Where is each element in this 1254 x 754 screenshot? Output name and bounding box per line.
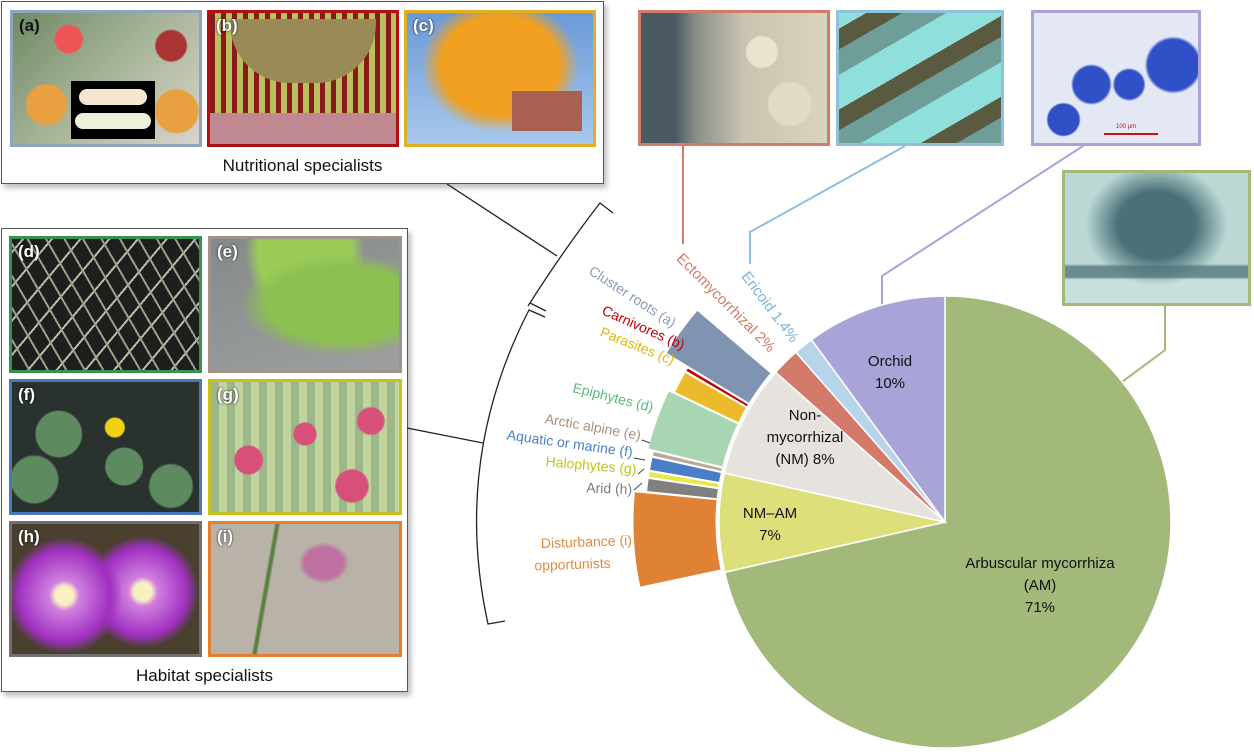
nutritional-specialists-title: Nutritional specialists [222, 156, 383, 175]
specialist-bar-arid [646, 477, 719, 500]
photo-letter: (d) [18, 242, 40, 261]
specialist-label-halophytes: Halophytes (g) [545, 453, 637, 477]
specialist-bar-carnivores [685, 367, 750, 408]
ericoid-leader-line [749, 145, 906, 264]
specialist-letter: (b) [665, 331, 687, 353]
specialist-bar-cluster-roots [665, 309, 772, 405]
photo-letter: (h) [18, 527, 40, 546]
photo-letter: (b) [216, 16, 238, 35]
specialist-label-disturbance-opportunists: Disturbance (i) [541, 532, 633, 551]
photo-letter: (g) [217, 385, 239, 404]
pie-label-nm-am: 7% [759, 527, 781, 544]
nutritional-specialists-panel: (a) (b) (c) Nutritional specialists [1, 1, 604, 184]
pie-label-non-mycorrhizal-nm: (NM) 8% [775, 451, 834, 468]
specialist-letter: (c) [656, 347, 677, 368]
photo-e-arctic-alpine: (e) [208, 236, 402, 373]
bracket-double-tick [529, 302, 547, 312]
habitat-bracket [475, 309, 546, 625]
pie-slice-arbuscular-mycorrhiza-am [723, 295, 1172, 749]
micrograph-arbuscular [1062, 170, 1251, 306]
photo-h-arid: (h) [9, 521, 202, 657]
label-leader-tick [637, 468, 645, 475]
specialist-label-arid: Arid (h) [586, 479, 632, 497]
specialist-letter: (d) [635, 395, 655, 415]
pie-slice-orchid [810, 295, 946, 525]
pie-label-non-mycorrhizal-nm: Non- [789, 407, 822, 424]
photo-b-carnivores: (b) [207, 10, 399, 147]
label-leader-tick [641, 439, 651, 444]
nutritional-bracket [527, 202, 614, 307]
habitat-specialists-panel: (d) (e) (f) (g) (h) (i) Habitat speciali… [1, 228, 408, 692]
micrograph-orchid: 100 µm [1031, 10, 1201, 146]
specialist-bar-aquatic-or-marine [648, 456, 722, 484]
pie-label-arbuscular-mycorrhiza-am: Arbuscular mycorrhiza [965, 555, 1115, 572]
specialist-bar-halophytes [647, 470, 720, 489]
habitat-specialists-title: Habitat specialists [135, 666, 273, 685]
photo-i-disturbance: (i) [208, 521, 402, 657]
specialist-letter: (e) [623, 424, 643, 443]
label-leader-tick [633, 482, 643, 491]
micrograph-ectomycorrhizal [638, 10, 830, 146]
specialist-bar-disturbance-opportunists [632, 491, 722, 588]
specialist-letter: (g) [619, 460, 637, 477]
photo-letter: (a) [19, 16, 40, 35]
pie-label-arbuscular-mycorrhiza-am: 71% [1025, 599, 1055, 616]
scale-bar [1104, 133, 1158, 135]
orchid-leader-line [881, 145, 1084, 306]
pie-label-nm-am: NM–AM [743, 505, 797, 522]
photo-g-halophytes: (g) [208, 379, 402, 515]
specialist-letter: (i) [619, 532, 632, 548]
micrograph-ericoid [836, 10, 1004, 146]
specialist-letter: (f) [618, 442, 633, 460]
photo-letter: (c) [413, 16, 434, 35]
pie-label-orchid: Orchid [868, 353, 912, 370]
photo-letter: (i) [217, 527, 234, 546]
pie-label-non-mycorrhizal-nm: mycorrhizal [767, 429, 844, 446]
photo-f-aquatic: (f) [9, 379, 202, 515]
scale-bar-label: 100 µm [1116, 124, 1137, 130]
photo-c-parasites: (c) [404, 10, 596, 147]
specialist-bar-arctic-alpine [651, 450, 724, 473]
habitat-connector [406, 427, 484, 444]
specialist-label-epiphytes: Epiphytes (d) [571, 379, 655, 414]
photo-a-cluster-roots: (a) [10, 10, 202, 147]
specialist-letter: (a) [656, 308, 679, 331]
nutritional-connector [446, 183, 558, 257]
pie-label-orchid: 10% [875, 375, 905, 392]
cluster-root-inset [71, 81, 155, 139]
am-leader-line [1117, 306, 1166, 386]
photo-letter: (f) [18, 385, 35, 404]
specialist-bar-parasites [673, 371, 748, 424]
specialist-letter: (h) [615, 480, 633, 497]
label-leader-tick [633, 457, 646, 461]
specialist-label-line2: opportunists [534, 555, 611, 574]
photo-d-epiphytes: (d) [9, 236, 202, 373]
photo-letter: (e) [217, 242, 238, 261]
pie-slice-non-mycorrhizal-nm [723, 371, 948, 524]
pie-label-arbuscular-mycorrhiza-am: (AM) [1024, 577, 1057, 594]
